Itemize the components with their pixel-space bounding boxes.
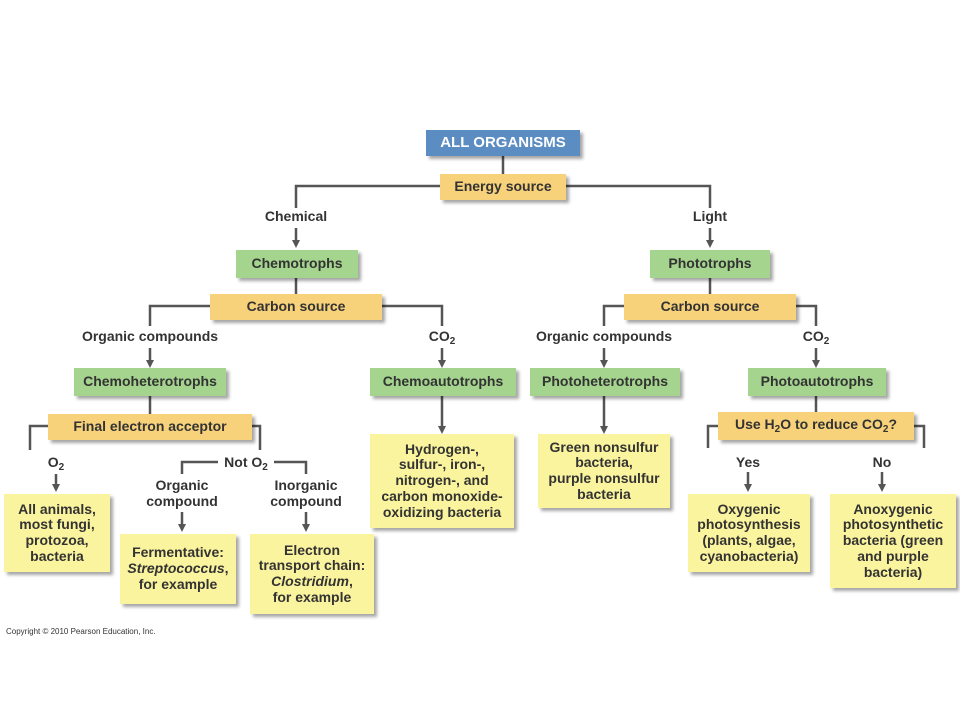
chemotrophs-box: Chemotrophs (236, 250, 358, 278)
energy-source-box: Energy source (440, 174, 566, 200)
all-organisms-label: ALL ORGANISMS (440, 133, 566, 151)
anoxygenic-line-3: bacteria (green (842, 532, 944, 549)
animals-line-3: protozoa, (25, 532, 89, 548)
not-o2-text: Not O (224, 454, 263, 470)
oxygenic-line-3: (plants, algae, (702, 532, 796, 548)
use-h2o-part1: Use H (734, 415, 775, 432)
anoxygenic-line-2: photosynthetic (842, 516, 944, 533)
animals-line-4: bacteria (30, 547, 84, 564)
oxygenic-line-1: Oxygenic (717, 500, 781, 517)
streptococcus-text: Streptococcus (127, 560, 225, 577)
co2-right-subscript: 2 (823, 336, 830, 347)
chemoauto-example-line-4: carbon monoxide- (381, 487, 503, 504)
anoxygenic-result-box: Anoxygenic photosynthetic bacteria (gree… (830, 494, 956, 588)
carbon-source-chem-label: Carbon source (246, 298, 346, 315)
organic-compounds-left-label: Organic compounds (81, 328, 219, 344)
no-label: No (872, 454, 892, 470)
chemoauto-example-line-1: Hydrogen-, (405, 440, 479, 457)
co2-left-subscript: 2 (449, 336, 456, 347)
photoheterotroph-examples-box: Green nonsulfur bacteria, purple nonsulf… (538, 434, 670, 508)
photohetero-example-line-2: bacteria, (575, 454, 633, 471)
animals-line-2: most fungi, (19, 516, 95, 533)
phototrophs-label: Phototrophs (668, 255, 752, 272)
not-o2-label: Not O2 (224, 454, 268, 473)
organic-compound-line-1: Organic (155, 477, 209, 493)
use-h2o-label: Use H2O to reduce CO2? (734, 415, 898, 435)
electron-transport-result-box: Electron transport chain: Clostridium, f… (250, 534, 374, 614)
o2-subscript: 2 (58, 462, 65, 473)
electron-transport-line-2: transport chain: (258, 557, 366, 574)
fermentative-line-2: Streptococcus, (127, 560, 229, 577)
not-o2-subscript: 2 (262, 462, 268, 473)
oxygenic-line-2: photosynthesis (697, 516, 801, 533)
photoautotrophs-box: Photoautotrophs (748, 368, 886, 396)
co2-left-text: CO (428, 328, 450, 344)
use-h2o-box: Use H2O to reduce CO2? (718, 412, 914, 440)
oxygenic-line-4: cyanobacteria) (699, 547, 799, 564)
photoheterotrophs-box: Photoheterotrophs (530, 368, 680, 396)
chemoauto-example-line-2: sulfur-, iron-, (398, 456, 486, 473)
clostridium-text: Clostridium (271, 573, 349, 589)
chemoautotrophs-label: Chemoautotrophs (382, 373, 504, 390)
co2-right-text: CO (802, 328, 824, 344)
use-h2o-part2: O to reduce CO (780, 415, 883, 432)
fermentative-line-3: for example (138, 575, 218, 592)
electron-transport-line-3: Clostridium, (271, 573, 353, 590)
organic-compound-label: Organic compound (146, 477, 218, 509)
final-electron-acceptor-box: Final electron acceptor (48, 414, 252, 440)
all-organisms-box: ALL ORGANISMS (426, 130, 580, 156)
co2-right-label: CO2 (802, 328, 830, 347)
fermentative-result-box: Fermentative: Streptococcus, for example (120, 534, 236, 604)
fermentative-line-1: Fermentative: (132, 544, 224, 561)
photoautotrophs-label: Photoautotrophs (760, 373, 874, 390)
chemoautotroph-examples-box: Hydrogen-, sulfur-, iron-, nitrogen-, an… (370, 434, 514, 528)
fermentative-comma: , (224, 560, 229, 577)
phototrophs-box: Phototrophs (650, 250, 770, 278)
photohetero-example-line-3: purple nonsulfur (548, 470, 660, 486)
copyright-notice: Copyright © 2010 Pearson Education, Inc. (6, 627, 156, 636)
chemotrophs-label: Chemotrophs (251, 255, 343, 272)
final-electron-acceptor-label: Final electron acceptor (73, 418, 227, 435)
energy-source-label: Energy source (454, 178, 552, 195)
animals-result-box: All animals, most fungi, protozoa, bacte… (4, 494, 110, 572)
carbon-source-chem-box: Carbon source (210, 294, 382, 320)
anoxygenic-line-1: Anoxygenic (853, 500, 933, 517)
photohetero-example-line-1: Green nonsulfur (549, 438, 659, 455)
light-label: Light (692, 208, 728, 224)
electron-transport-line-1: Electron (283, 541, 340, 558)
inorganic-compound-label: Inorganic compound (270, 477, 342, 509)
o2-label: O2 (47, 454, 65, 473)
use-h2o-sub2: 2 (882, 423, 889, 435)
chemical-label: Chemical (264, 208, 328, 224)
inorganic-compound-line-1: Inorganic (274, 477, 338, 493)
use-h2o-part3: ? (888, 415, 898, 432)
chemoheterotrophs-box: Chemoheterotrophs (74, 368, 226, 396)
oxygenic-result-box: Oxygenic photosynthesis (plants, algae, … (688, 494, 810, 572)
yes-label: Yes (735, 454, 761, 470)
organic-compounds-right-label: Organic compounds (535, 328, 673, 344)
carbon-source-photo-box: Carbon source (624, 294, 796, 320)
chemoheterotrophs-label: Chemoheterotrophs (83, 373, 217, 390)
chemoauto-example-line-3: nitrogen-, and (395, 472, 489, 489)
carbon-source-photo-label: Carbon source (660, 298, 760, 315)
use-h2o-sub1: 2 (774, 423, 781, 435)
animals-line-1: All animals, (18, 500, 96, 517)
chemoauto-example-line-5: oxidizing bacteria (382, 503, 502, 520)
organic-compound-line-2: compound (146, 492, 218, 509)
chemoautotrophs-box: Chemoautotrophs (370, 368, 516, 396)
o2-text: O (47, 454, 59, 470)
electron-transport-line-4: for example (272, 588, 352, 605)
photoheterotrophs-label: Photoheterotrophs (542, 373, 668, 390)
co2-left-label: CO2 (428, 328, 456, 347)
inorganic-compound-line-2: compound (270, 492, 342, 509)
anoxygenic-line-5: bacteria) (863, 563, 923, 580)
photohetero-example-line-4: bacteria (577, 485, 631, 502)
electron-transport-comma: , (348, 573, 353, 589)
anoxygenic-line-4: and purple (857, 547, 929, 564)
